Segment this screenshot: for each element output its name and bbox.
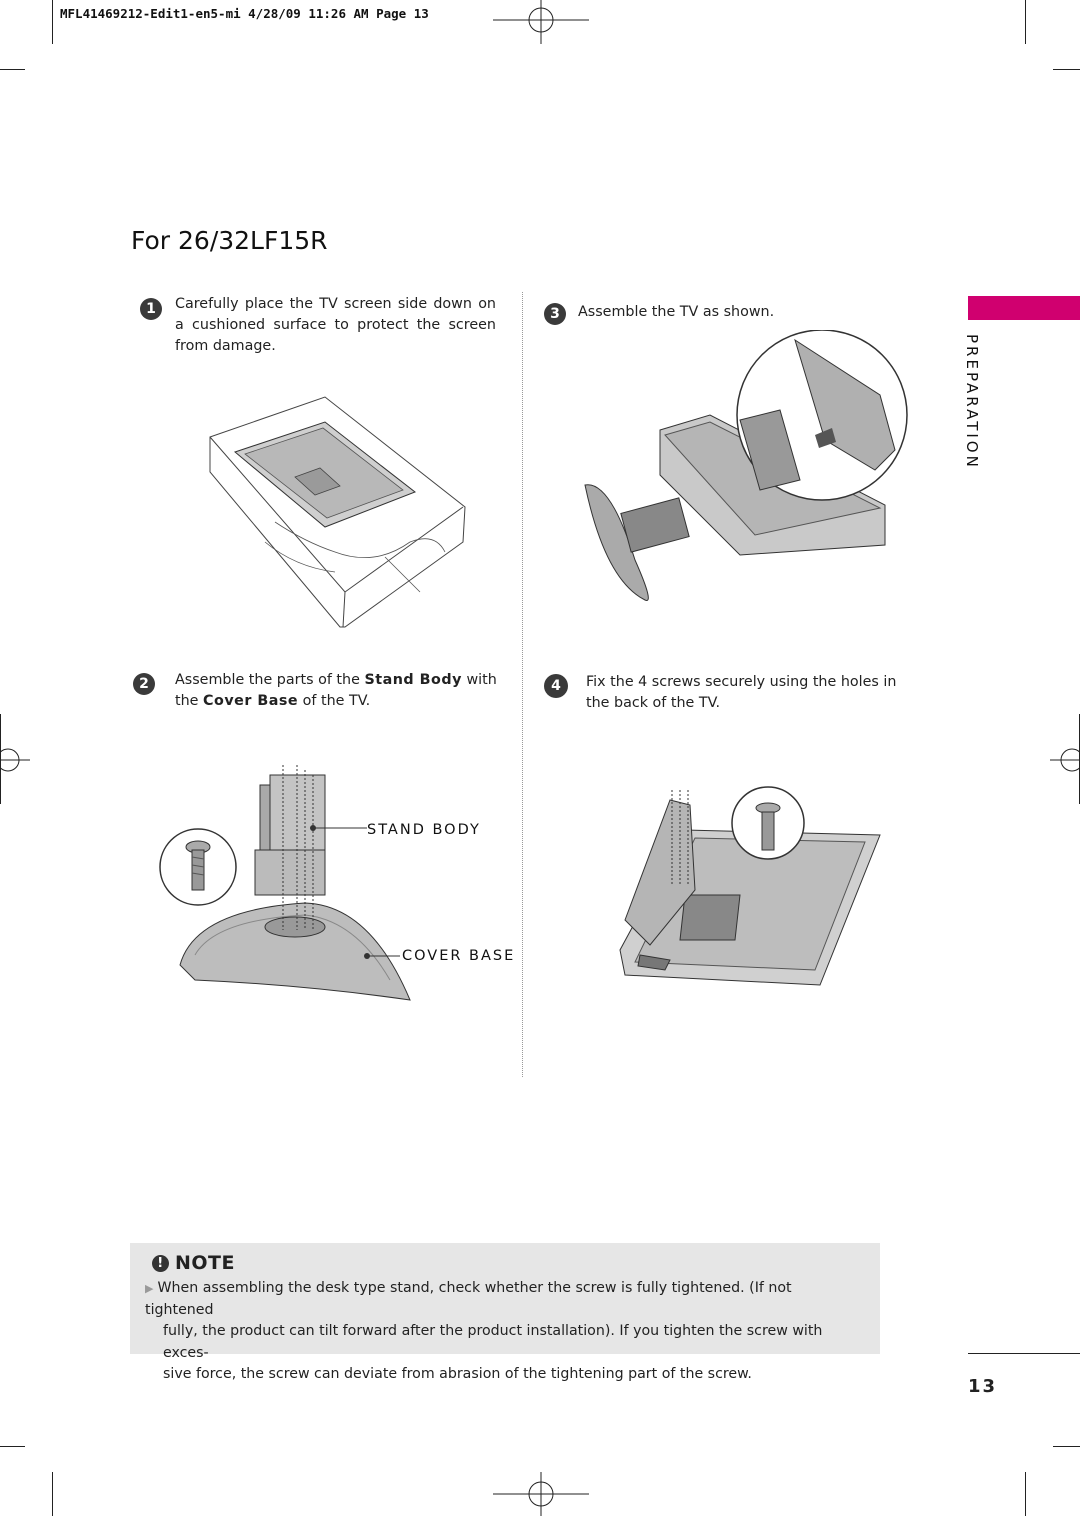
step-3-text: Assemble the TV as shown. xyxy=(578,304,775,320)
stand-assembly-illustration xyxy=(159,765,411,1001)
step-2-text-b: with xyxy=(461,672,497,688)
registration-mark-right xyxy=(1050,748,1080,772)
print-slug: MFL41469212-Edit1-en5-mi 4/28/09 11:26 A… xyxy=(60,6,429,21)
note-heading: ! NOTE xyxy=(152,1252,235,1274)
screw-fix-illustration xyxy=(619,786,881,986)
step-2-text-d: of the TV. xyxy=(298,693,371,709)
bullet-arrow-icon: ▶ xyxy=(145,1282,154,1295)
note-body: ▶When assembling the desk type stand, ch… xyxy=(145,1278,855,1386)
cover-base-label: COVER BASE xyxy=(402,948,516,964)
note-box xyxy=(130,1243,880,1354)
step-1-badge: 1 xyxy=(140,298,162,320)
column-divider xyxy=(522,292,523,1077)
step-2-cover-base: Cover Base xyxy=(203,693,299,709)
registration-mark-left xyxy=(0,748,30,772)
step-1-text: Carefully place the TV screen side down … xyxy=(175,296,496,354)
note-line-1: When assembling the desk type stand, che… xyxy=(145,1280,792,1318)
note-line-2: fully, the product can tilt forward afte… xyxy=(163,1323,823,1361)
step-4-badge: 4 xyxy=(544,674,568,698)
tv-assembly-illustration xyxy=(584,330,908,601)
registration-mark-top xyxy=(493,0,589,44)
stand-body-label: STAND BODY xyxy=(367,822,481,838)
exclamation-icon: ! xyxy=(152,1254,169,1272)
step-2-stand-body: Stand Body xyxy=(364,672,462,688)
step-2-text-a: Assemble the parts of the xyxy=(175,672,365,688)
tv-on-cushion-illustration xyxy=(209,396,466,628)
page-number: 13 xyxy=(968,1376,998,1397)
step-2-text-c: the xyxy=(175,693,204,709)
page-number-rule xyxy=(968,1353,1080,1354)
step-3-badge: 3 xyxy=(544,303,566,325)
step-4-text: Fix the 4 screws securely using the hole… xyxy=(586,674,897,711)
page-title: For 26/32LF15R xyxy=(131,226,328,255)
step-2-text: Assemble the parts of the Stand Body wit… xyxy=(175,670,505,712)
step-2-badge: 2 xyxy=(133,673,155,695)
registration-mark-bottom xyxy=(493,1472,589,1516)
note-title: NOTE xyxy=(175,1252,235,1274)
section-tab-marker xyxy=(968,296,1080,320)
note-line-3: sive force, the screw can deviate from a… xyxy=(163,1366,752,1382)
section-tab-label: PREPARATION xyxy=(963,334,981,470)
